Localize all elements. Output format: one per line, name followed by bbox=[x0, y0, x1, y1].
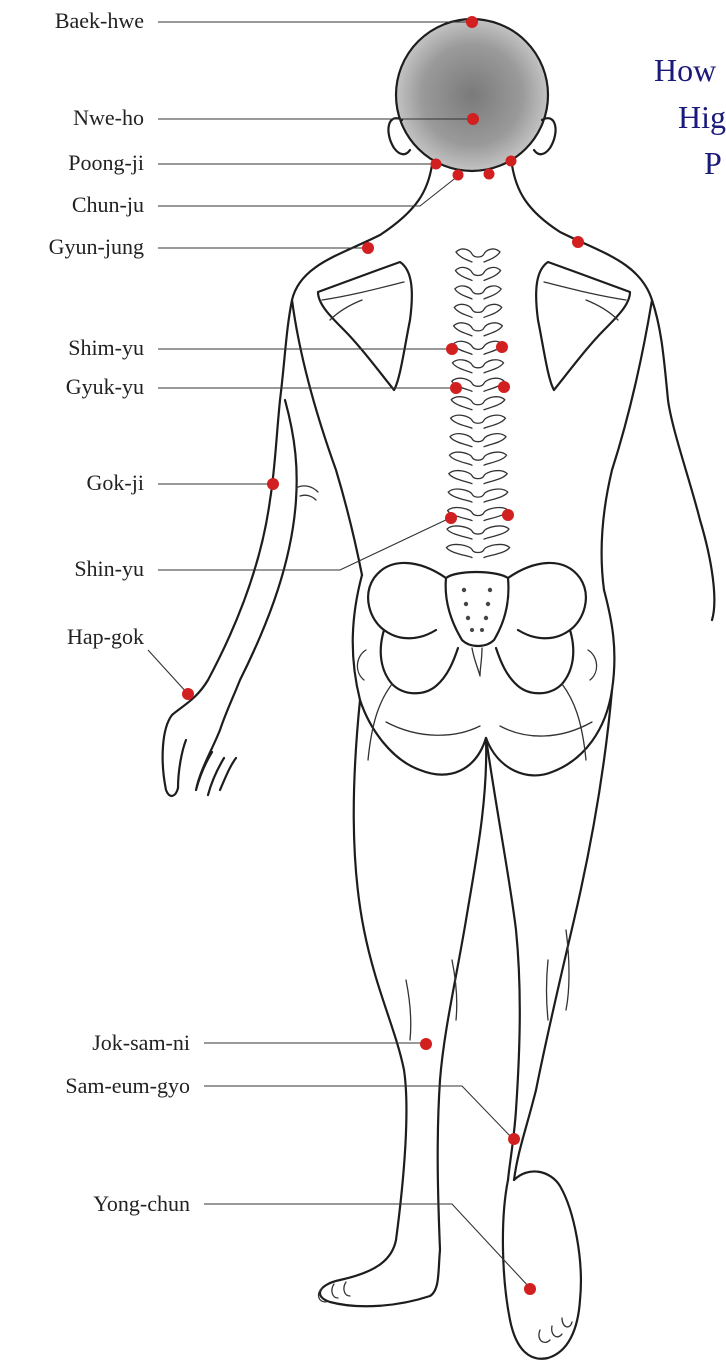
vertebra bbox=[455, 267, 500, 280]
knee-detail bbox=[406, 930, 569, 1040]
left-leg bbox=[320, 700, 486, 1306]
right-foot-toes bbox=[539, 1318, 572, 1342]
label-chun-ju: Chun-ju bbox=[72, 192, 144, 217]
vertebra bbox=[448, 489, 508, 502]
right-foot-sole bbox=[503, 1171, 581, 1358]
leader-hap-gok bbox=[148, 650, 188, 694]
leader-chun-ju bbox=[158, 176, 458, 206]
label-yong-chun: Yong-chun bbox=[93, 1191, 190, 1216]
label-poong-ji: Poong-ji bbox=[68, 150, 144, 175]
vertebra bbox=[452, 360, 503, 373]
point-shin-yu-right bbox=[502, 509, 514, 521]
point-gyuk-yu-left bbox=[450, 382, 462, 394]
vertebra bbox=[453, 341, 503, 354]
body-figure bbox=[163, 19, 715, 1359]
head-outline bbox=[396, 19, 548, 171]
vertebra bbox=[454, 304, 502, 317]
vertebra bbox=[449, 471, 507, 484]
label-baek-hwe: Baek-hwe bbox=[55, 8, 144, 33]
sacrum bbox=[446, 572, 509, 646]
point-poong-ji-right bbox=[506, 156, 517, 167]
right-ilium bbox=[496, 563, 586, 693]
point-gyun-jung-right bbox=[572, 236, 584, 248]
label-shim-yu: Shim-yu bbox=[68, 335, 144, 360]
elbow-crease bbox=[296, 486, 318, 500]
skeleton bbox=[318, 249, 630, 760]
gluteal-fold bbox=[386, 722, 592, 736]
left-scapula bbox=[318, 262, 412, 390]
label-sam-eum-gyo: Sam-eum-gyo bbox=[65, 1073, 190, 1098]
point-baek-hwe bbox=[466, 16, 478, 28]
point-yong-chun bbox=[524, 1283, 536, 1295]
leader-lines bbox=[148, 22, 530, 1288]
vertebra bbox=[446, 544, 509, 557]
hips-outline bbox=[353, 575, 615, 775]
label-gok-ji: Gok-ji bbox=[87, 470, 144, 495]
acupoints bbox=[182, 16, 584, 1295]
right-scapula bbox=[536, 262, 630, 390]
left-ilium bbox=[368, 563, 458, 693]
left-arm bbox=[178, 400, 297, 795]
label-jok-sam-ni: Jok-sam-ni bbox=[92, 1030, 190, 1055]
title-line-3: P bbox=[704, 145, 722, 181]
vertebra bbox=[455, 286, 501, 299]
slide-title: How Hig P bbox=[654, 52, 726, 181]
point-shim-yu-left bbox=[446, 343, 458, 355]
point-sam-eum-gyo bbox=[508, 1133, 520, 1145]
coccyx bbox=[472, 648, 482, 676]
spine bbox=[446, 249, 509, 558]
leader-yong-chun bbox=[204, 1204, 530, 1288]
vertebra bbox=[447, 526, 509, 539]
vertebra bbox=[451, 415, 506, 428]
label-gyuk-yu: Gyuk-yu bbox=[66, 374, 144, 399]
point-nwe-ho bbox=[467, 113, 479, 125]
label-gyun-jung: Gyun-jung bbox=[49, 234, 144, 259]
sacral-foramina bbox=[462, 588, 492, 632]
point-jok-sam-ni bbox=[420, 1038, 432, 1050]
point-gok-ji bbox=[267, 478, 279, 490]
label-hap-gok: Hap-gok bbox=[67, 624, 144, 649]
vertebra bbox=[449, 452, 506, 465]
vertebra bbox=[450, 434, 506, 447]
point-labels: Baek-hwe Nwe-ho Poong-ji Chun-ju Gyun-ju… bbox=[49, 8, 190, 1216]
leader-sam-eum-gyo bbox=[204, 1086, 512, 1138]
left-scapula-spine bbox=[322, 282, 404, 320]
point-chun-ju-right bbox=[484, 169, 495, 180]
point-shin-yu-left bbox=[445, 512, 457, 524]
torso-outline-right bbox=[512, 165, 714, 620]
point-gyun-jung-left bbox=[362, 242, 374, 254]
vertebra bbox=[456, 249, 500, 262]
vertebra bbox=[451, 397, 505, 410]
point-shim-yu-right bbox=[496, 341, 508, 353]
right-scapula-spine bbox=[544, 282, 626, 320]
title-line-2: Hig bbox=[678, 99, 726, 135]
label-shin-yu: Shin-yu bbox=[74, 556, 144, 581]
point-hap-gok bbox=[182, 688, 194, 700]
point-chun-ju-left bbox=[453, 170, 464, 181]
title-line-1: How bbox=[654, 52, 716, 88]
point-gyuk-yu-right bbox=[498, 381, 510, 393]
point-poong-ji-left bbox=[431, 159, 442, 170]
label-nwe-ho: Nwe-ho bbox=[73, 105, 144, 130]
vertebra bbox=[454, 323, 503, 336]
